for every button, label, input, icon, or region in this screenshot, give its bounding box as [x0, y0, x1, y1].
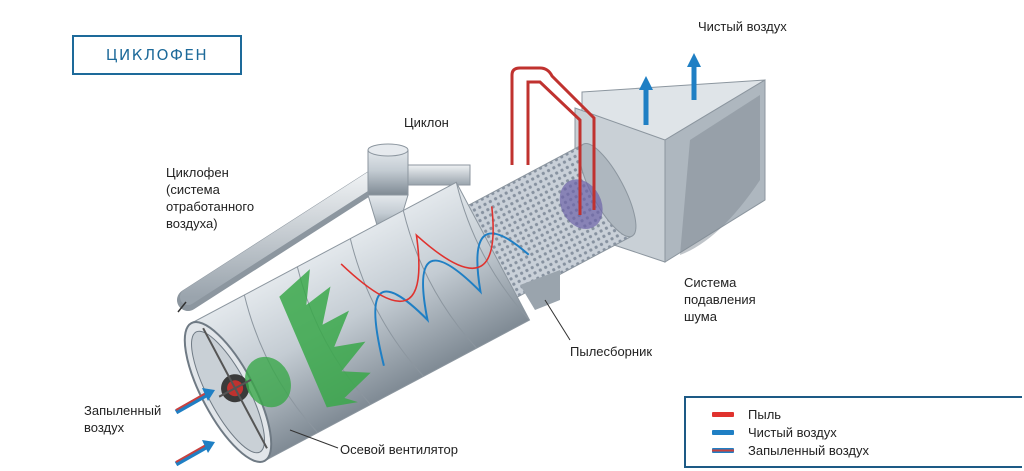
cyclone	[367, 143, 471, 236]
clean-air-swatch	[712, 430, 734, 435]
label-axial-fan: Осевой вентилятор	[340, 442, 458, 457]
legend-item-dust: Пыль	[712, 407, 781, 422]
label-line: Система	[684, 275, 737, 290]
label-cyclone: Циклон	[404, 115, 449, 130]
label-line: отработанного	[166, 199, 255, 214]
legend-label: Запыленный воздух	[748, 443, 869, 458]
label-clean-air: Чистый воздух	[698, 19, 787, 34]
label-line: подавления	[684, 292, 756, 307]
legend-item-dusty-air: Запыленный воздух	[712, 443, 869, 458]
airflow-clean	[374, 232, 530, 366]
legend-label: Чистый воздух	[748, 425, 837, 440]
legend-item-clean-air: Чистый воздух	[712, 425, 837, 440]
dust-collector-leader	[544, 299, 571, 341]
legend: Пыль Чистый воздух Запыленный воздух	[684, 396, 1022, 468]
fan-blades	[279, 269, 371, 408]
maintenance-rail	[510, 66, 596, 215]
fan-leader	[289, 429, 339, 449]
label-noise-system: Система подавления шума	[684, 274, 756, 325]
exhaust-pipe	[177, 167, 389, 313]
exhaust-arrow-icon	[177, 301, 187, 313]
label-line: Запыленный	[84, 403, 162, 418]
page-title: ЦИКЛОФЕН	[72, 35, 242, 75]
main-cylinder	[183, 143, 637, 463]
label-dusty-air: Запыленный воздух	[84, 402, 161, 436]
label-line: Циклофен	[166, 165, 229, 180]
label-line: (система	[166, 182, 220, 197]
label-line: воздуха)	[166, 216, 218, 231]
clean-air-arrows	[639, 53, 701, 125]
legend-label: Пыль	[748, 407, 782, 422]
dusty-air-arrows	[174, 388, 215, 467]
dust-swatch	[712, 412, 734, 417]
airflow-dust	[340, 206, 494, 303]
label-line: шума	[684, 309, 717, 324]
dust-hopper	[520, 270, 560, 310]
label-dust-collector: Пылесборник	[570, 344, 653, 359]
label-line: воздух	[84, 420, 125, 435]
label-cyclofen-system: Циклофен (система отработанного воздуха)	[166, 164, 254, 232]
dusty-air-swatch	[712, 448, 734, 453]
